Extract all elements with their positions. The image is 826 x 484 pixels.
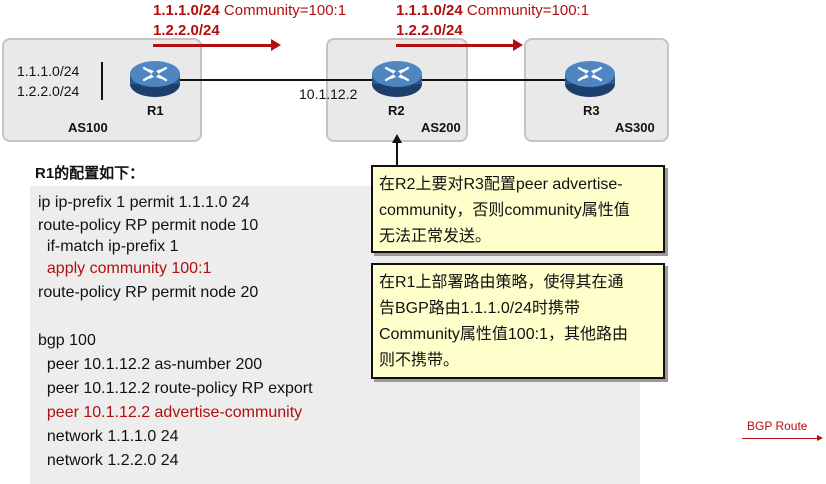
advert-r1-r2-prefix-2: 1.2.2.0/24	[153, 22, 220, 39]
note-line: 告BGP路由1.1.1.0/24时携带	[379, 300, 580, 317]
config-line: bgp 100	[38, 332, 96, 349]
advert-r2-r3-arrow	[396, 39, 523, 51]
legend-label: BGP Route	[747, 419, 808, 433]
config-line: peer 10.1.12.2 as-number 200	[38, 356, 263, 373]
advert-r2-r3-prefix-1: 1.1.1.0/24	[396, 2, 463, 19]
advert-r2-r3-community: Community=100:1	[462, 2, 590, 19]
router-r1-label: R1	[147, 103, 164, 118]
advert-r1-r2-prefix-1: 1.1.1.0/24	[153, 2, 220, 19]
note-r1-route-policy: 在R1上部署路由策略，使得其在通 告BGP路由1.1.1.0/24时携带 Com…	[371, 263, 665, 379]
router-r2-icon[interactable]	[370, 58, 424, 100]
as200-label: AS200	[421, 120, 461, 135]
advert-r1-r2-text: 1.1.1.0/24 Community=100:1 1.2.2.0/24	[153, 1, 346, 41]
note-r2-advertise-community: 在R2上要对R3配置peer advertise- community，否则co…	[371, 165, 665, 253]
config-line: ip ip-prefix 1 permit 1.1.1.0 24	[38, 194, 250, 211]
config-line: peer 10.1.12.2 route-policy RP export	[38, 380, 313, 397]
config-line: peer 10.1.12.2 advertise-community	[38, 404, 303, 421]
config-line: network 1.1.1.0 24	[38, 428, 179, 445]
advert-r2-r3-prefix-2: 1.2.2.0/24	[396, 22, 463, 39]
note-line: 则不携带。	[379, 352, 460, 369]
note-line: community，否则community属性值	[379, 202, 630, 219]
legend-arrow	[742, 435, 823, 441]
config-line: apply community 100:1	[38, 260, 212, 277]
router-r1-icon[interactable]	[128, 58, 182, 100]
config-title: R1的配置如下：	[35, 165, 145, 182]
note-line: 无法正常发送。	[379, 228, 492, 245]
note-line: Community属性值100:1，其他路由	[379, 326, 628, 343]
router-r3-icon[interactable]	[563, 58, 617, 100]
r2-ip-label: 10.1.12.2	[299, 86, 358, 102]
router-r2-label: R2	[388, 103, 405, 118]
note-line: 在R2上要对R3配置peer advertise-	[379, 176, 623, 193]
r1-prefix-1: 1.1.1.0/24	[17, 63, 80, 79]
as100-label: AS100	[68, 120, 108, 135]
config-line: network 1.2.2.0 24	[38, 452, 179, 469]
link-r2-r3	[420, 79, 566, 81]
advert-r2-r3-line-1: 1.1.1.0/24 Community=100:1	[396, 1, 589, 21]
advert-r1-r2-community: Community=100:1	[219, 2, 347, 19]
r1-prefix-2: 1.2.2.0/24	[17, 83, 80, 99]
router-r3-label: R3	[583, 103, 600, 118]
link-r1-r2	[180, 79, 375, 81]
advert-r2-r3-text: 1.1.1.0/24 Community=100:1 1.2.2.0/24	[396, 1, 589, 41]
advert-r1-r2-line-1: 1.1.1.0/24 Community=100:1	[153, 1, 346, 21]
note-pointer-line	[396, 142, 398, 165]
as300-label: AS300	[615, 120, 655, 135]
config-line: if-match ip-prefix 1	[38, 238, 179, 255]
note-pointer-arrowhead	[392, 134, 402, 143]
note-line: 在R1上部署路由策略，使得其在通	[379, 274, 624, 291]
advert-r1-r2-arrow	[153, 39, 281, 51]
config-line: route-policy RP permit node 10	[38, 217, 259, 234]
config-line: route-policy RP permit node 20	[38, 284, 259, 301]
r1-prefix-bar	[101, 62, 103, 100]
